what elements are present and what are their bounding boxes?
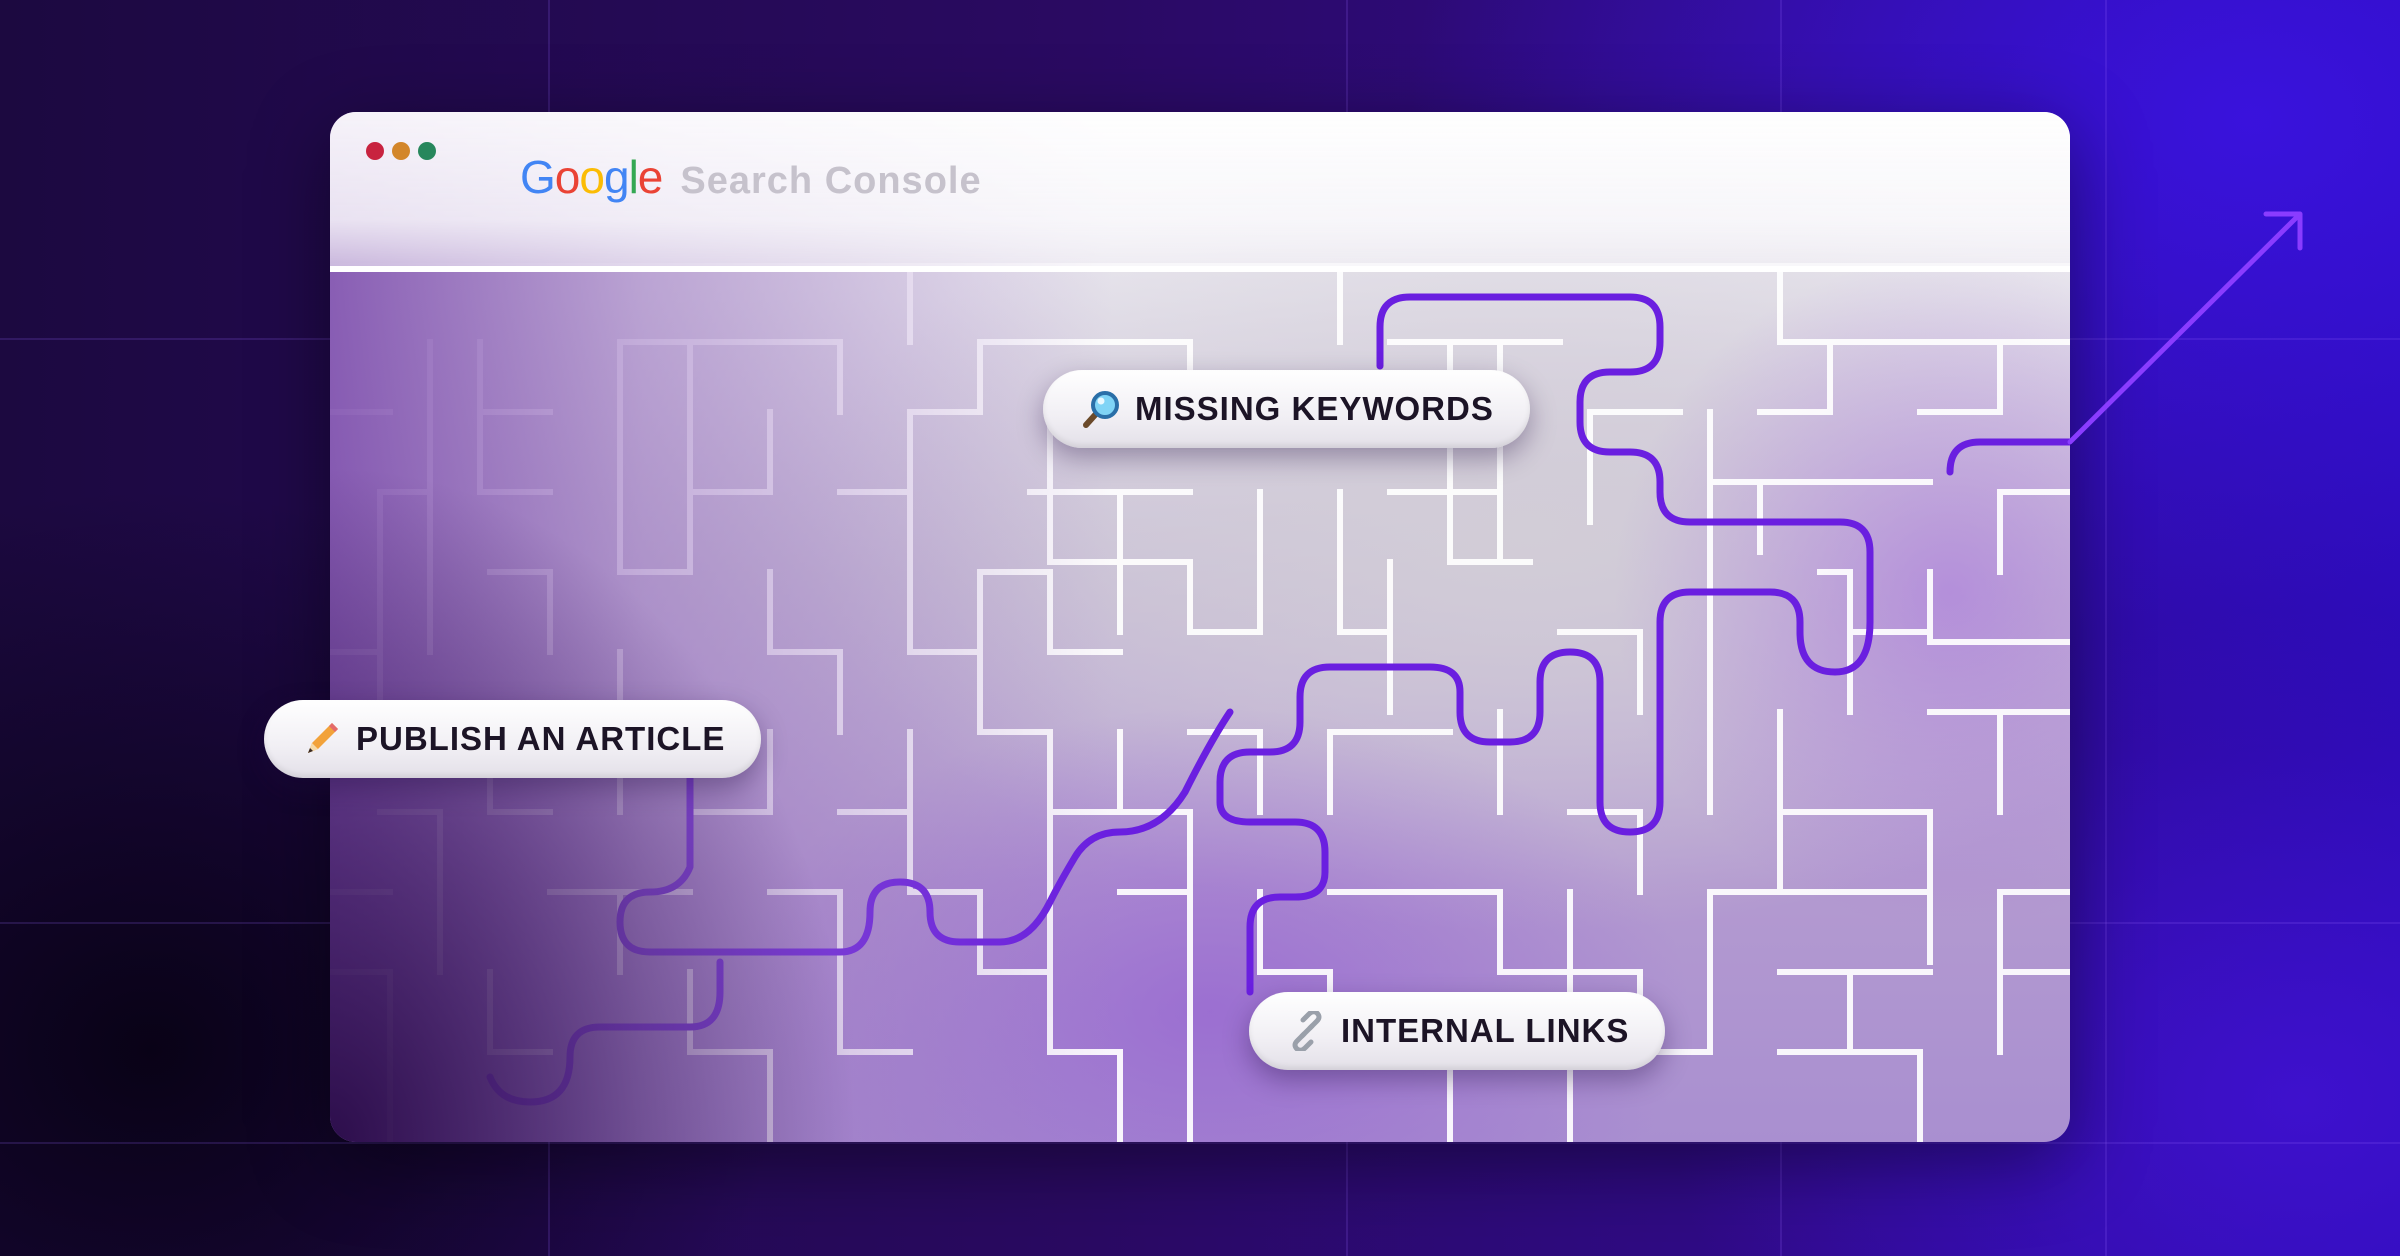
publish-article-pill: PUBLISH AN ARTICLE [264, 700, 762, 778]
magnifying-glass-icon [1083, 391, 1119, 428]
google-letter: g [603, 151, 630, 203]
browser-window: Google Search Console [330, 112, 2070, 1142]
grid-line [2105, 0, 2107, 1256]
google-letter: G [520, 151, 556, 203]
search-console-logo: Google Search Console [520, 150, 982, 210]
grid-line [0, 1142, 2400, 1144]
window-close-dot[interactable] [366, 142, 384, 160]
pencil-icon [308, 723, 338, 753]
window-maximize-dot[interactable] [418, 142, 436, 160]
window-titlebar: Google Search Console [330, 112, 2070, 272]
publish-article-label: PUBLISH AN ARTICLE [356, 720, 726, 757]
missing-keywords-label: MISSING KEYWORDS [1135, 390, 1494, 427]
google-letter: l [628, 151, 639, 203]
growth-arrow-head [2263, 211, 2303, 251]
google-letter: o [579, 151, 605, 203]
internal-links-label: INTERNAL LINKS [1341, 1012, 1630, 1049]
maze-solution-path [486, 958, 724, 1106]
google-letter: o [554, 151, 581, 203]
window-minimize-dot[interactable] [392, 142, 410, 160]
product-name: Search Console [680, 160, 982, 202]
link-icon [1292, 1011, 1322, 1051]
maze-solution-path [1946, 438, 2070, 476]
google-wordmark: Google [520, 150, 664, 204]
internal-links-pill: INTERNAL LINKS [1249, 992, 1666, 1070]
google-letter: e [637, 151, 664, 203]
missing-keywords-pill: MISSING KEYWORDS [1043, 370, 1530, 448]
